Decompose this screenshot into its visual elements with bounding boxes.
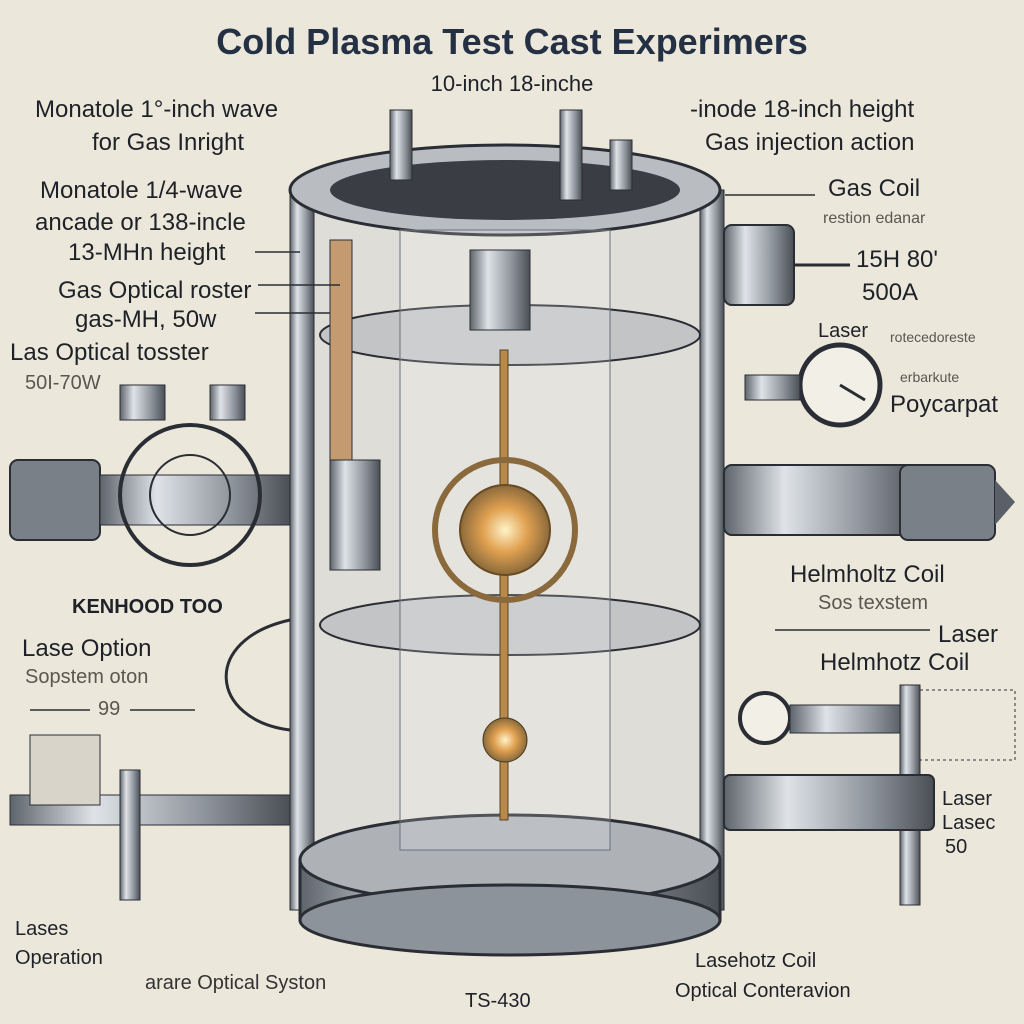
label-optical-system: arare Optical Syston bbox=[145, 972, 327, 994]
label-lases: Lases bbox=[15, 918, 69, 940]
label-polycarbonate: Poycarpat bbox=[890, 391, 999, 418]
diagram-subtitle: 10-inch 18-inche bbox=[430, 71, 594, 96]
label-operation: Operation bbox=[15, 947, 103, 969]
label-15h-80: 15H 80' bbox=[856, 246, 938, 273]
leader-lines bbox=[30, 194, 930, 711]
label-system-option: Sopstem oton bbox=[25, 666, 149, 688]
label-optical-conteravion: Optical Conteravion bbox=[675, 980, 851, 1002]
label-lasec: Lasec bbox=[942, 812, 996, 834]
label-kenwood: KENHOOD TOO bbox=[72, 596, 223, 618]
label-18-inch-height: -inode 18-inch height bbox=[690, 96, 915, 123]
label-gas-coil: Gas Coil bbox=[828, 175, 921, 202]
label-laser-1: Laser bbox=[818, 320, 869, 342]
label-power-range: 50I-70W bbox=[25, 372, 101, 394]
label-500a: 500A bbox=[862, 279, 919, 306]
label-lasehotz-coil: Lasehotz Coil bbox=[695, 950, 817, 972]
label-helmhotz-coil: Helmhotz Coil bbox=[820, 649, 970, 676]
label-antenna: ancade or 138-incle bbox=[35, 209, 246, 236]
label-erbarkute: erbarkute bbox=[900, 369, 960, 385]
label-helmholtz-coil: Helmholtz Coil bbox=[790, 561, 945, 588]
label-gas-height: for Gas Inright bbox=[92, 129, 245, 156]
label-laser-option: Lase Option bbox=[22, 635, 152, 662]
label-laser-2: Laser bbox=[938, 621, 999, 648]
label-50: 50 bbox=[945, 836, 968, 858]
label-gas-optical: Gas Optical roster bbox=[58, 277, 252, 304]
label-laser-3: Laser bbox=[942, 788, 993, 810]
label-protector: rotecedoreste bbox=[890, 329, 976, 345]
label-13mhz-height: 13-MHn height bbox=[68, 239, 226, 266]
label-monopole-wave: Monatole 1°-inch wave bbox=[35, 96, 279, 123]
label-model-number: TS-430 bbox=[465, 990, 531, 1012]
label-laser-optical: Las Optical tosster bbox=[10, 339, 209, 366]
label-restion: restion edanar bbox=[823, 210, 926, 227]
label-sos-system: Sos texstem bbox=[818, 592, 929, 614]
side-ports bbox=[9, 224, 1016, 906]
diagram-title: Cold Plasma Test Cast Experimers bbox=[216, 21, 808, 62]
label-99: 99 bbox=[98, 698, 121, 720]
label-gas-injection: Gas injection action bbox=[705, 129, 915, 156]
label-quarter-wave: Monatole 1/4-wave bbox=[40, 177, 243, 204]
vacuum-chamber bbox=[288, 109, 725, 957]
label-gas-power: gas-MH, 50w bbox=[75, 306, 217, 333]
